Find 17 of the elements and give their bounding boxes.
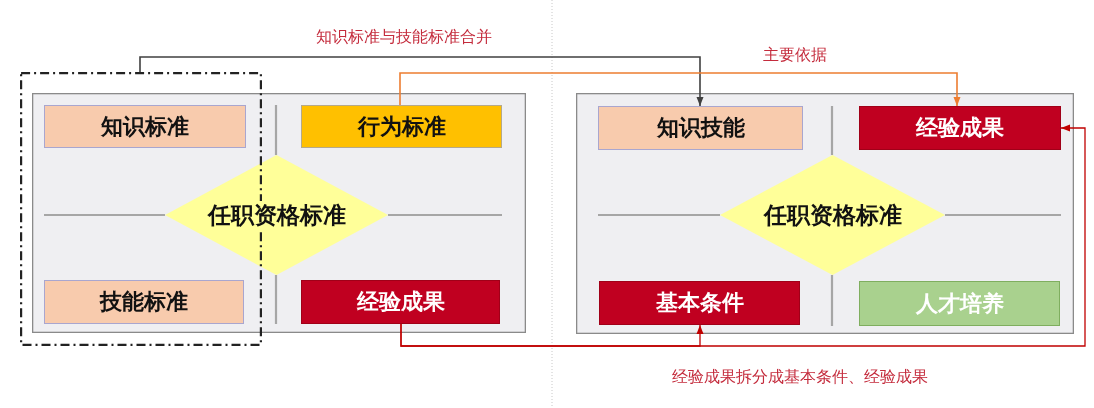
category-box: 技能标准: [44, 280, 244, 324]
group-panel: [576, 93, 1074, 334]
center-diamond: 任职资格标准: [165, 155, 388, 275]
category-box: 经验成果: [859, 106, 1061, 150]
category-box: 人才培养: [859, 281, 1060, 326]
connector-arrow: [399, 72, 961, 107]
edge-label: 知识标准与技能标准合并: [314, 27, 494, 47]
edge-label: 经验成果拆分成基本条件、经验成果: [670, 367, 930, 387]
category-box: 行为标准: [301, 105, 502, 148]
category-box: 知识技能: [598, 106, 803, 150]
category-box: 基本条件: [599, 281, 800, 325]
center-diamond: 任职资格标准: [720, 155, 945, 275]
category-box: 经验成果: [301, 280, 500, 324]
category-box: 知识标准: [44, 105, 246, 148]
connector-arrow: [400, 124, 1086, 347]
connector-arrow: [139, 56, 704, 107]
edge-label: 主要依据: [761, 45, 829, 65]
